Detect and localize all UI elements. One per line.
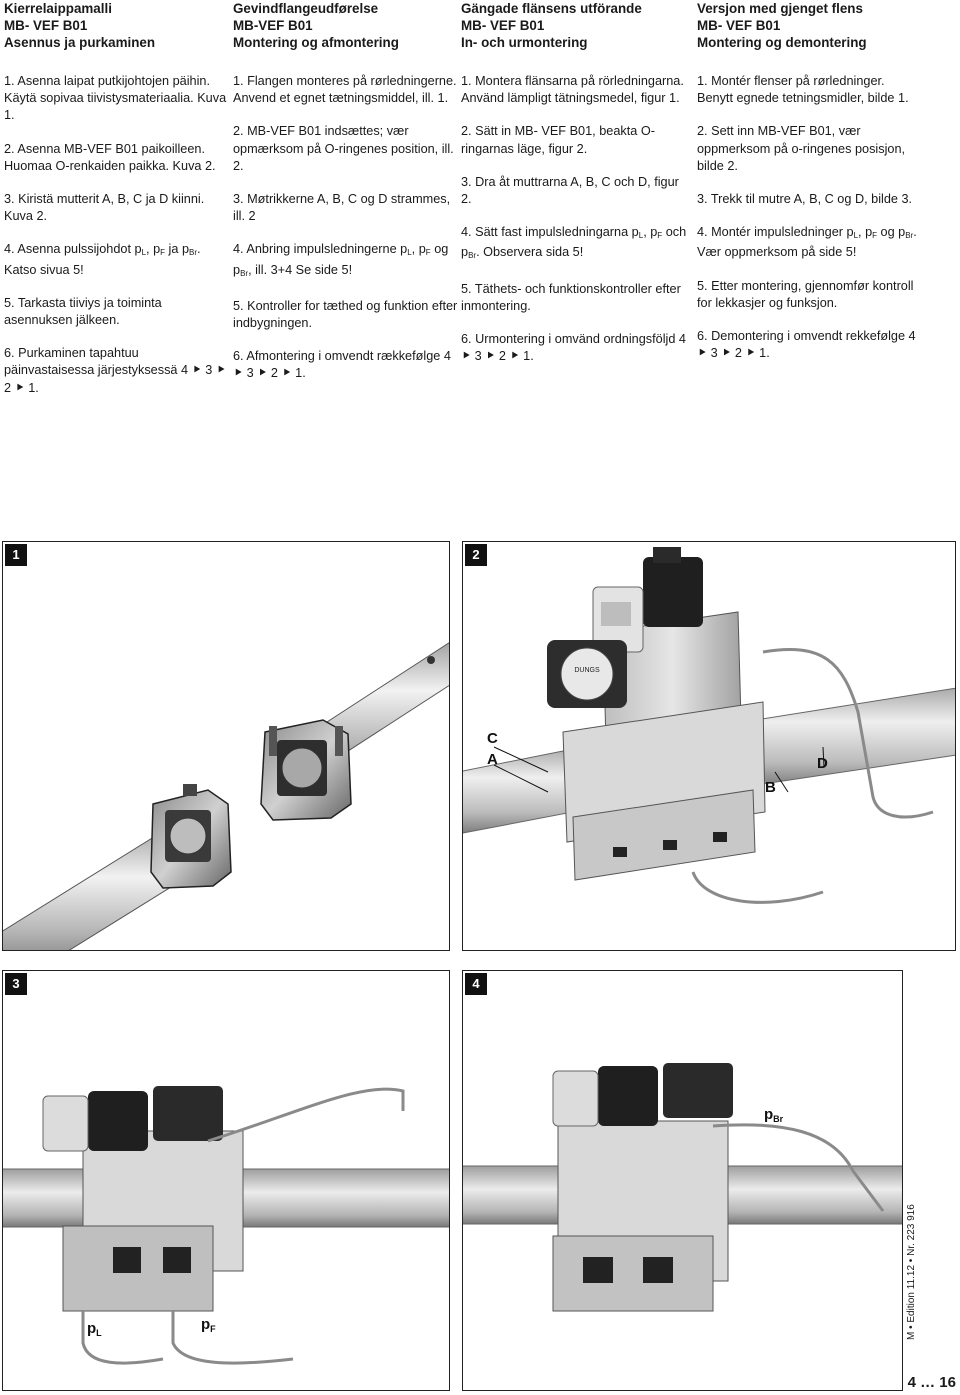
solenoid-coil [552,1063,733,1127]
valve-pl-pf-illustration: pL pF [3,1086,449,1365]
step-4: 4. Anbring impulsledningerne pL, pF og p… [233,242,449,278]
valve-body [552,1120,729,1312]
step-1: 1. Montera flänsarna på rörledningarna. … [461,74,684,106]
callout-c: C [487,730,498,747]
step-4: 4. Asenna pulssijohdot pL, pF ja pBr. Ka… [4,242,201,277]
figure-4-impulse-line-pbr: 4 pBr [462,970,903,1391]
step-1: 1. Flangen monteres på rørledningerne. A… [233,74,457,106]
step-5: 5. Tarkasta tiiviys ja toiminta asennuks… [4,295,162,328]
solenoid-coil [42,1086,223,1152]
step-2: 2. Asenna MB-VEF B01 paikoilleen. Huomaa… [4,141,216,173]
step-5: 5. Etter montering, gjennomfør kontroll … [697,278,914,310]
figure-label: 2 [465,544,487,566]
step-3: 3. Møtrikkerne A, B, C og D strammes, il… [233,192,451,224]
callout-d: D [817,755,828,772]
figure-2-valve-installed: 2 [462,541,956,951]
step-6: 6. Demontering i omvendt rekkefølge 4 ⯈ … [697,329,916,361]
valve-body [562,611,766,881]
edition-number: M • Edition 11.12 • Nr. 223 916 [906,1204,917,1340]
column-swedish: Gängade flänsens utförande MB- VEF B01 I… [461,0,687,381]
callout-a: A [487,751,498,768]
flange-left [150,784,232,889]
column-finnish: Kierrelaippamalli MB- VEF B01 Asennus ja… [4,0,230,413]
column-title: Kierrelaippamalli MB- VEF B01 Asennus ja… [4,1,156,50]
impulse-line-lower [691,871,824,904]
figure-label: 3 [5,973,27,995]
step-list: 1. Montér flenser på rørledninger. Benyt… [697,73,923,362]
column-title: Gängade flänsens utförande MB- VEF B01 I… [461,1,642,50]
step-6: 6. Purkaminen tapahtuu päinvastaisessa j… [4,346,226,395]
label-pf: pF [201,1316,216,1334]
step-6: 6. Afmontering i omvendt rækkefølge 4 ⯈ … [233,349,451,381]
step-6: 6. Urmontering i omvänd ordningsföljd 4 … [461,332,686,364]
valve-illustration: DUNGS C A B D [463,547,955,904]
step-list: 1. Asenna laipat putkijohtojen päihin. K… [4,73,230,397]
step-5: 5. Täthets- och funktionskontroller efte… [461,281,681,313]
step-3: 3. Kiristä mutterit A, B, C ja D kiinni.… [4,192,205,224]
impulse-line-pl [81,1311,164,1365]
impulse-line-top [207,1087,405,1143]
pipe-hole [427,656,435,664]
step-3: 3. Dra åt muttrarna A, B, C och D, figur… [461,174,679,207]
impulse-line-upper [762,648,934,819]
impulse-line-pbr [712,1123,885,1212]
column-title: Versjon med gjenget flens MB- VEF B01 Mo… [697,1,867,50]
step-5: 5. Kontroller for tæthed og funktion eft… [233,298,458,331]
solenoid-coil [592,547,703,653]
valve-body [62,1130,244,1312]
step-1: 1. Montér flenser på rørledninger. Benyt… [697,74,909,106]
column-danish: Gevindflangeudførelse MB-VEF B01 Monteri… [233,0,459,399]
figure-label: 1 [5,544,27,566]
page-range: 4 … 16 [907,1374,956,1391]
step-1: 1. Asenna laipat putkijohtojen päihin. K… [4,74,227,123]
column-norwegian: Versjon med gjenget flens MB- VEF B01 Mo… [697,0,923,378]
column-title: Gevindflangeudførelse MB-VEF B01 Monteri… [233,1,399,50]
step-3: 3. Trekk til mutre A, B, C og D, bilde 3… [697,192,913,207]
figure-1-flanges-on-pipe: 1 [2,541,450,951]
pipe-right [742,687,955,788]
flange-pipe-illustration [3,642,449,950]
figure-3-impulse-lines-pl-pf: 3 pL pF [2,970,450,1391]
callout-b: B [765,779,776,796]
figure-label: 4 [465,973,487,995]
step-2: 2. Sett inn MB-VEF B01, vær oppmerksom p… [697,124,906,173]
step-4: 4. Montér impulsledninger pL, pF og pBr.… [697,225,917,260]
step-2: 2. Sätt in MB- VEF B01, beakta O-ringarn… [461,124,655,156]
impulse-line-pf [171,1311,294,1365]
step-4: 4. Sätt fast impulsledningarna pL, pF oc… [461,225,687,261]
step-2: 2. MB-VEF B01 indsættes; vær opmærksom p… [233,124,454,173]
flange-right [260,719,352,821]
valve-brand: DUNGS [574,667,600,674]
label-pbr: pBr [764,1106,784,1124]
step-list: 1. Montera flänsarna på rörledningarna. … [461,73,687,365]
step-list: 1. Flangen monteres på rørledningerne. A… [233,73,459,383]
label-pl: pL [87,1320,102,1338]
pressure-switch: DUNGS [547,640,627,708]
valve-pbr-illustration: pBr [463,1063,902,1312]
